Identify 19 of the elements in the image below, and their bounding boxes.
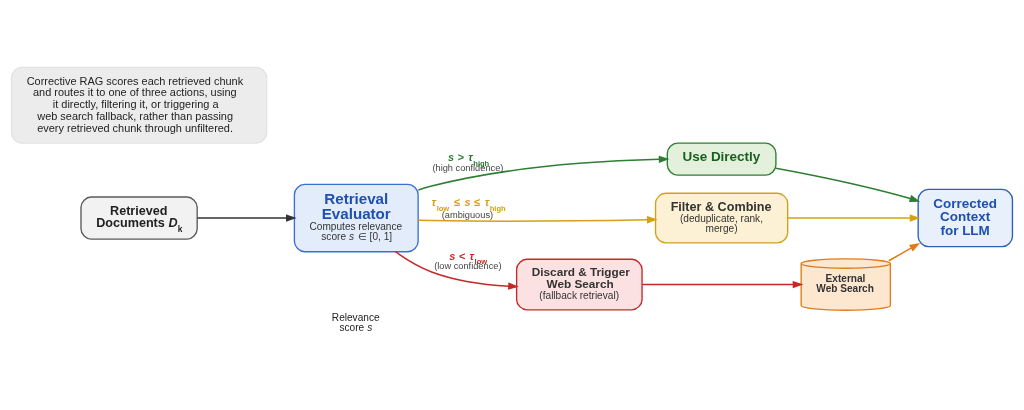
arrow: [417, 155, 670, 191]
node-box: Corrective RAG scores each retrieved chunk and routes it to one of three actions, using it directly, filtering it, or triggering a web search fallback, rather than passing every retrieved chunk through unfiltered.: [10, 66, 268, 144]
node-box: Retrieved Documents D$_{k}$: [80, 196, 198, 240]
arrow: [888, 243, 921, 262]
arrow: [394, 250, 519, 290]
arrow: [196, 214, 297, 222]
arrow: [417, 216, 658, 224]
node-box: Use Directly: [666, 142, 777, 176]
label: Relevance score s: [331, 312, 380, 334]
edge-label: s < τ$_{low}$ (low confidence): [434, 249, 502, 272]
arrow: [641, 280, 804, 289]
node-box: Retrieval Evaluator Computes relevance score s ∈ [0, 1]: [293, 183, 419, 253]
arrow: [775, 167, 921, 203]
node-box: Corrected Context for LLM: [917, 188, 1014, 248]
arrow: [787, 214, 921, 222]
node-box: Discard & Trigger Web Search (fallback retrieval): [515, 258, 643, 311]
node-box: Filter & Combine (deduplicate, rank, merge): [654, 192, 789, 244]
edge-label: τ$_{low}$ ≤ s ≤ τ$_{high}$ (ambiguous): [431, 196, 506, 220]
edge-label: s > τ$_{high}$ (high confidence): [432, 151, 504, 173]
